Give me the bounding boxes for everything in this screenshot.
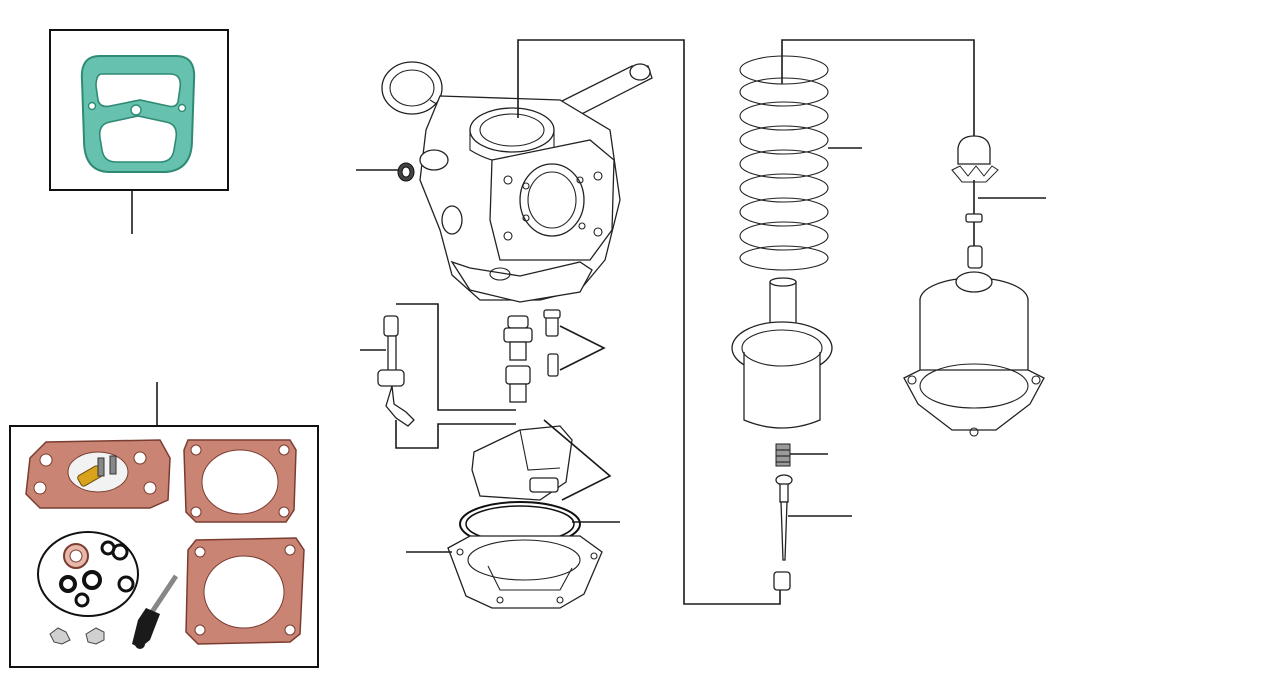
float-chamber-lid	[471, 419, 612, 501]
suction-chamber	[903, 271, 1045, 437]
jet-bearing-set	[503, 315, 533, 403]
piston	[731, 277, 833, 429]
leader-line	[395, 420, 516, 449]
leader-line	[517, 39, 781, 605]
carburettor-body	[381, 61, 653, 303]
adjusting-nut	[356, 162, 415, 182]
top-cover-gasket	[80, 55, 196, 173]
gasket-kit	[25, 439, 305, 649]
piston-spring	[739, 55, 862, 271]
top-cover-gasket-inset	[49, 29, 229, 234]
needle-spring	[775, 443, 828, 467]
leader-line	[781, 39, 975, 138]
leader-line	[396, 303, 516, 411]
damper-assembly	[951, 135, 1046, 269]
float-chamber	[406, 535, 603, 609]
needle-guide	[773, 571, 791, 591]
jet-fixing-screws	[543, 309, 606, 377]
jet-needle	[775, 474, 852, 561]
gasket-kit-inset	[9, 382, 319, 668]
jet-assembly	[360, 315, 415, 427]
